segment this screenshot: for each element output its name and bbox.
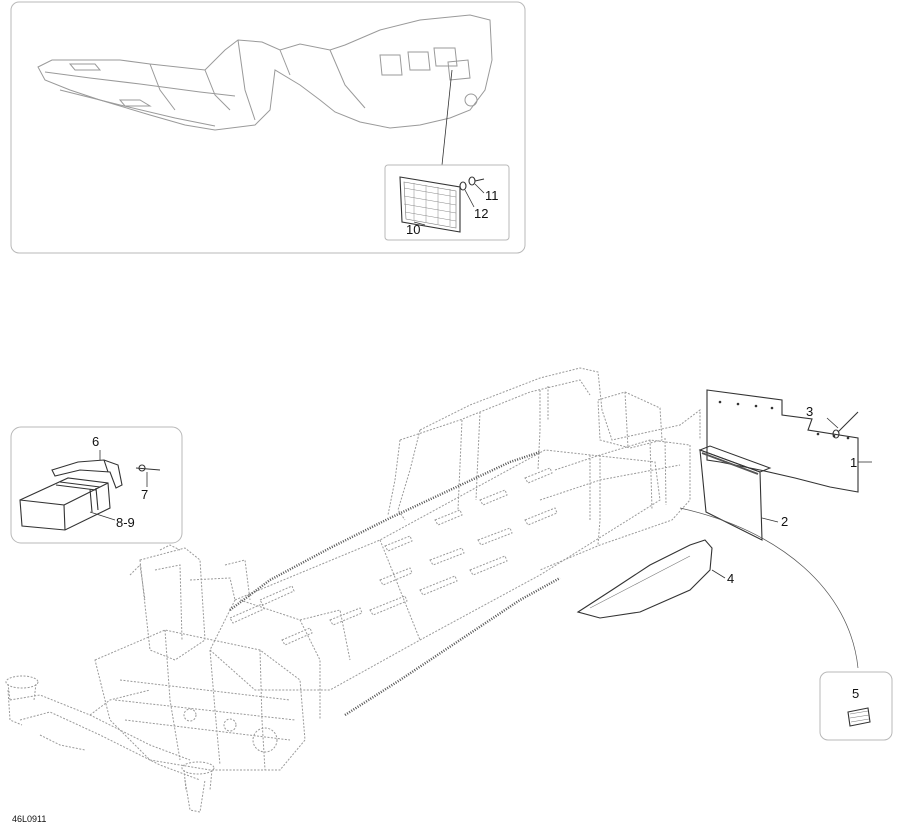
callout-11: 11 [485, 188, 499, 203]
callout-3: 3 [806, 404, 813, 419]
callout-4: 4 [727, 571, 734, 586]
callout-1: 1 [850, 455, 857, 470]
bracket-part [51, 459, 123, 489]
callout-6: 6 [92, 434, 99, 449]
side-panel-part [576, 539, 726, 619]
callout-10: 10 [406, 222, 420, 237]
callout-2: 2 [781, 514, 788, 529]
rear-body-outline [37, 14, 493, 131]
reflector-part [399, 176, 461, 233]
bolt-part [135, 464, 161, 472]
callout-7: 7 [141, 487, 148, 502]
diagram-reference-code: 46L0911 [12, 814, 46, 824]
washer-part [459, 181, 467, 191]
rubber-flap-part [698, 445, 779, 541]
reflector-inset [384, 164, 510, 241]
battery-detail-panel: 6 7 8-9 [10, 426, 183, 544]
flap-plate-part [706, 389, 872, 493]
battery-part [19, 477, 111, 531]
callout-8-9: 8-9 [116, 515, 135, 530]
screw-part [468, 176, 485, 186]
callout-5: 5 [852, 686, 859, 701]
decal-inset [819, 671, 893, 741]
rivet-part [826, 411, 859, 439]
callout-12: 12 [474, 206, 488, 221]
inset-leader [441, 69, 453, 166]
decal-leader [679, 507, 859, 669]
decal-part [847, 707, 871, 727]
chassis-frame [5, 367, 701, 813]
top-detail-panel: 10 11 12 [10, 1, 526, 254]
